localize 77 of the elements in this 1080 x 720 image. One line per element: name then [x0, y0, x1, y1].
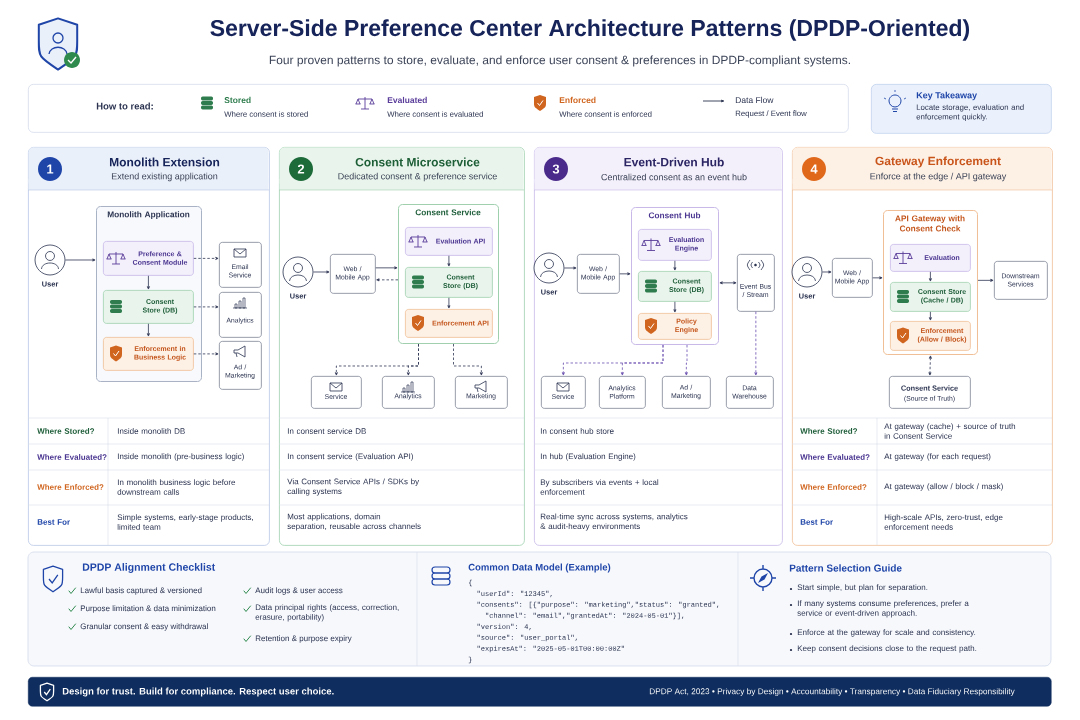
arrow	[193, 305, 219, 309]
bullet-item: Start simple, but plan for separation.	[789, 584, 928, 592]
arrow	[872, 276, 883, 280]
arrow	[673, 301, 677, 313]
arrow	[822, 270, 832, 274]
double-arrow	[719, 281, 737, 285]
arrow	[928, 271, 932, 282]
subtitle: Four proven patterns to store, evaluate, and enforce user consent & preferences in DPDP-compliant systems.	[269, 55, 850, 67]
bullet-item: Keep consent decisions close to the request path.	[789, 645, 977, 653]
row-heading: Where Evaluated?	[37, 454, 107, 460]
arrow	[619, 272, 631, 276]
cell-text: At gateway (cache) + source of truth in Consent Service	[884, 423, 1016, 439]
checklist-item: Purpose limitation & data minimization	[80, 605, 216, 613]
legend-term: Data Flow	[735, 96, 774, 104]
arrow	[376, 278, 399, 282]
legend-term: Enforced	[559, 96, 596, 104]
node-label: Design for trust. Build for compliance. Respect user choice.	[62, 687, 334, 697]
arrow	[754, 311, 758, 376]
double-arrow	[928, 355, 932, 376]
row-heading: Where Stored?	[800, 428, 858, 434]
checklist-item: Lawful basis captured & versioned	[80, 587, 202, 595]
cell-text: Most applications, domain separation, reusable across channels	[287, 513, 421, 531]
bullet-item: Enforce at the gateway for scale and consistency.	[789, 629, 976, 637]
cell-text: In consent service DB	[287, 428, 366, 434]
arrow	[977, 278, 994, 282]
arrow	[928, 311, 932, 321]
checklist-item: Audit logs & user access	[255, 587, 343, 595]
section-heading: DPDP Alignment Checklist	[82, 563, 216, 573]
node-label: DPDP Act, 2023 • Privacy by Design • Accountability • Transparency • Data Fiduciary Responsibility	[649, 688, 1015, 696]
arrow	[146, 323, 150, 337]
checklist-item: Granular consent & easy withdrawal	[80, 623, 208, 631]
arrow	[684, 344, 688, 376]
bullet-item: If many systems consume preferences, prefer a service or event-driven approach.	[789, 600, 969, 618]
number-badge: 1	[38, 157, 62, 181]
cell-text: High-scale APIs, zero-trust, edge enforcement needs	[884, 514, 1003, 530]
row-heading: Where Enforced?	[800, 484, 867, 490]
cell-text: In monolith business logic before downstream calls	[117, 479, 236, 495]
arrow	[193, 352, 219, 356]
arrow	[375, 266, 398, 270]
cell-text: In consent hub store	[540, 428, 614, 434]
row-heading: Best For	[37, 519, 70, 525]
footer-bar: Design for trust. Build for compliance. Respect user choice. DPDP Act, 2023 • Privacy by Design • Accountability • Transparency • Data Fiduciary Responsibility	[28, 677, 1052, 707]
section-heading: Common Data Model (Example)	[468, 563, 611, 573]
number-badge: 4	[802, 157, 826, 181]
checklist-item: Retention & purpose expiry	[255, 635, 352, 643]
arrow	[447, 255, 451, 267]
cell-text: At gateway (allow / block / mask)	[884, 483, 1003, 491]
row-heading: Best For	[800, 519, 833, 525]
cell-text: In hub (Evaluation Engine)	[540, 453, 636, 461]
arrow	[193, 256, 219, 260]
cell-text: Via Consent Service APIs / SDKs by calling systems	[287, 478, 420, 496]
cell-text: Simple systems, early-stage products, limited team	[117, 514, 253, 530]
arrow	[406, 343, 419, 376]
legend-term: Evaluated	[387, 96, 427, 104]
arrow	[447, 297, 451, 309]
title: Server-Side Preference Center Architecture Patterns (DPDP-Oriented)	[210, 19, 970, 41]
arrow	[146, 275, 150, 290]
legend-term: Stored	[224, 96, 251, 104]
cell-text: By subscribers via events + local enforcement	[540, 479, 659, 495]
row-heading: Where Stored?	[37, 428, 95, 434]
cell-text: In consent service (Evaluation API)	[287, 453, 413, 461]
arrow	[673, 260, 677, 271]
row-heading: Where Evaluated?	[800, 454, 870, 460]
arrow	[313, 270, 330, 274]
arrow	[564, 266, 577, 270]
arrow	[65, 258, 96, 262]
section-heading: Pattern Selection Guide	[789, 564, 902, 572]
cell-text: Inside monolith (pre-business logic)	[117, 453, 244, 461]
cell-text: Inside monolith DB	[117, 428, 185, 434]
number-badge: 3	[544, 157, 568, 181]
row-heading: Where Enforced?	[37, 484, 104, 490]
cell-text: At gateway (for each request)	[884, 453, 991, 461]
arrow	[453, 343, 483, 376]
checklist-item: Data principal rights (access, correction, erasure, portability)	[255, 604, 399, 622]
number-badge: 2	[289, 157, 313, 181]
arrow	[620, 344, 664, 376]
cell-text: Real-time sync across systems, analytics & audit-heavy environments	[540, 513, 688, 531]
